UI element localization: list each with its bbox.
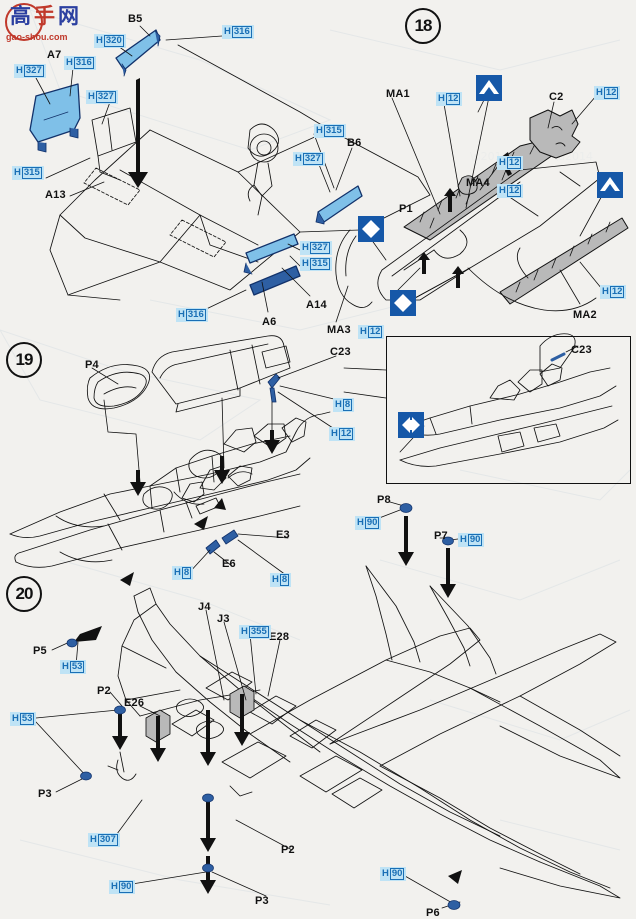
part-label-j4: J4 xyxy=(198,601,211,613)
detail-inset-box xyxy=(386,336,631,484)
part-label-b5: B5 xyxy=(128,13,143,25)
part-label-p4: P4 xyxy=(85,359,99,371)
logo-domain: gao-shou.com xyxy=(6,32,68,42)
part-label-ma2: MA2 xyxy=(573,309,597,321)
diamond-marker-2 xyxy=(390,290,416,316)
diamond-marker-1 xyxy=(358,216,384,242)
part-label-c23-b: C23 xyxy=(571,344,592,356)
logo-ring xyxy=(5,3,43,41)
part-label-ma4: MA4 xyxy=(466,177,490,189)
part-label-ma3: MA3 xyxy=(327,324,351,336)
part-label-p8: P8 xyxy=(377,494,391,506)
step-number-19: 19 xyxy=(6,342,42,378)
part-label-p5: P5 xyxy=(33,645,47,657)
part-label-c23-a: C23 xyxy=(330,346,351,358)
part-label-p1: P1 xyxy=(399,203,413,215)
logo-char-2: 手 xyxy=(34,4,55,28)
part-label-c2: C2 xyxy=(549,91,564,103)
left-right-arrow-marker xyxy=(398,412,424,438)
part-label-p7: P7 xyxy=(434,530,448,542)
part-label-j3: J3 xyxy=(217,613,230,625)
step-number-20: 20 xyxy=(6,576,42,612)
chevron-up-marker-1 xyxy=(476,75,502,101)
part-label-a7: A7 xyxy=(47,49,62,61)
part-label-e6: E6 xyxy=(222,558,236,570)
part-label-a6: A6 xyxy=(262,316,277,328)
part-label-a14: A14 xyxy=(306,299,327,311)
part-label-p3-a: P3 xyxy=(38,788,52,800)
step-number-18: 18 xyxy=(405,8,441,44)
logo-char-3: 网 xyxy=(58,4,79,28)
part-label-e3: E3 xyxy=(276,529,290,541)
part-label-p6: P6 xyxy=(426,907,440,919)
part-label-b6: B6 xyxy=(347,137,362,149)
chevron-up-marker-2 xyxy=(597,172,623,198)
part-label-e28: E28 xyxy=(269,631,290,643)
part-label-p2-a: P2 xyxy=(97,685,111,697)
part-label-e26: E26 xyxy=(124,697,145,709)
part-label-p2-b: P2 xyxy=(281,844,295,856)
part-label-ma1: MA1 xyxy=(386,88,410,100)
logo-char-1: 高 xyxy=(10,4,31,28)
svg-text:\u2014 \u2014 \u2014: \u2014 \u2014 \u2014 xyxy=(470,150,593,163)
part-label-p3-b: P3 xyxy=(255,895,269,907)
watermark-logo: 高 手 网 gao-shou.com xyxy=(4,2,80,46)
part-label-a13: A13 xyxy=(45,189,66,201)
